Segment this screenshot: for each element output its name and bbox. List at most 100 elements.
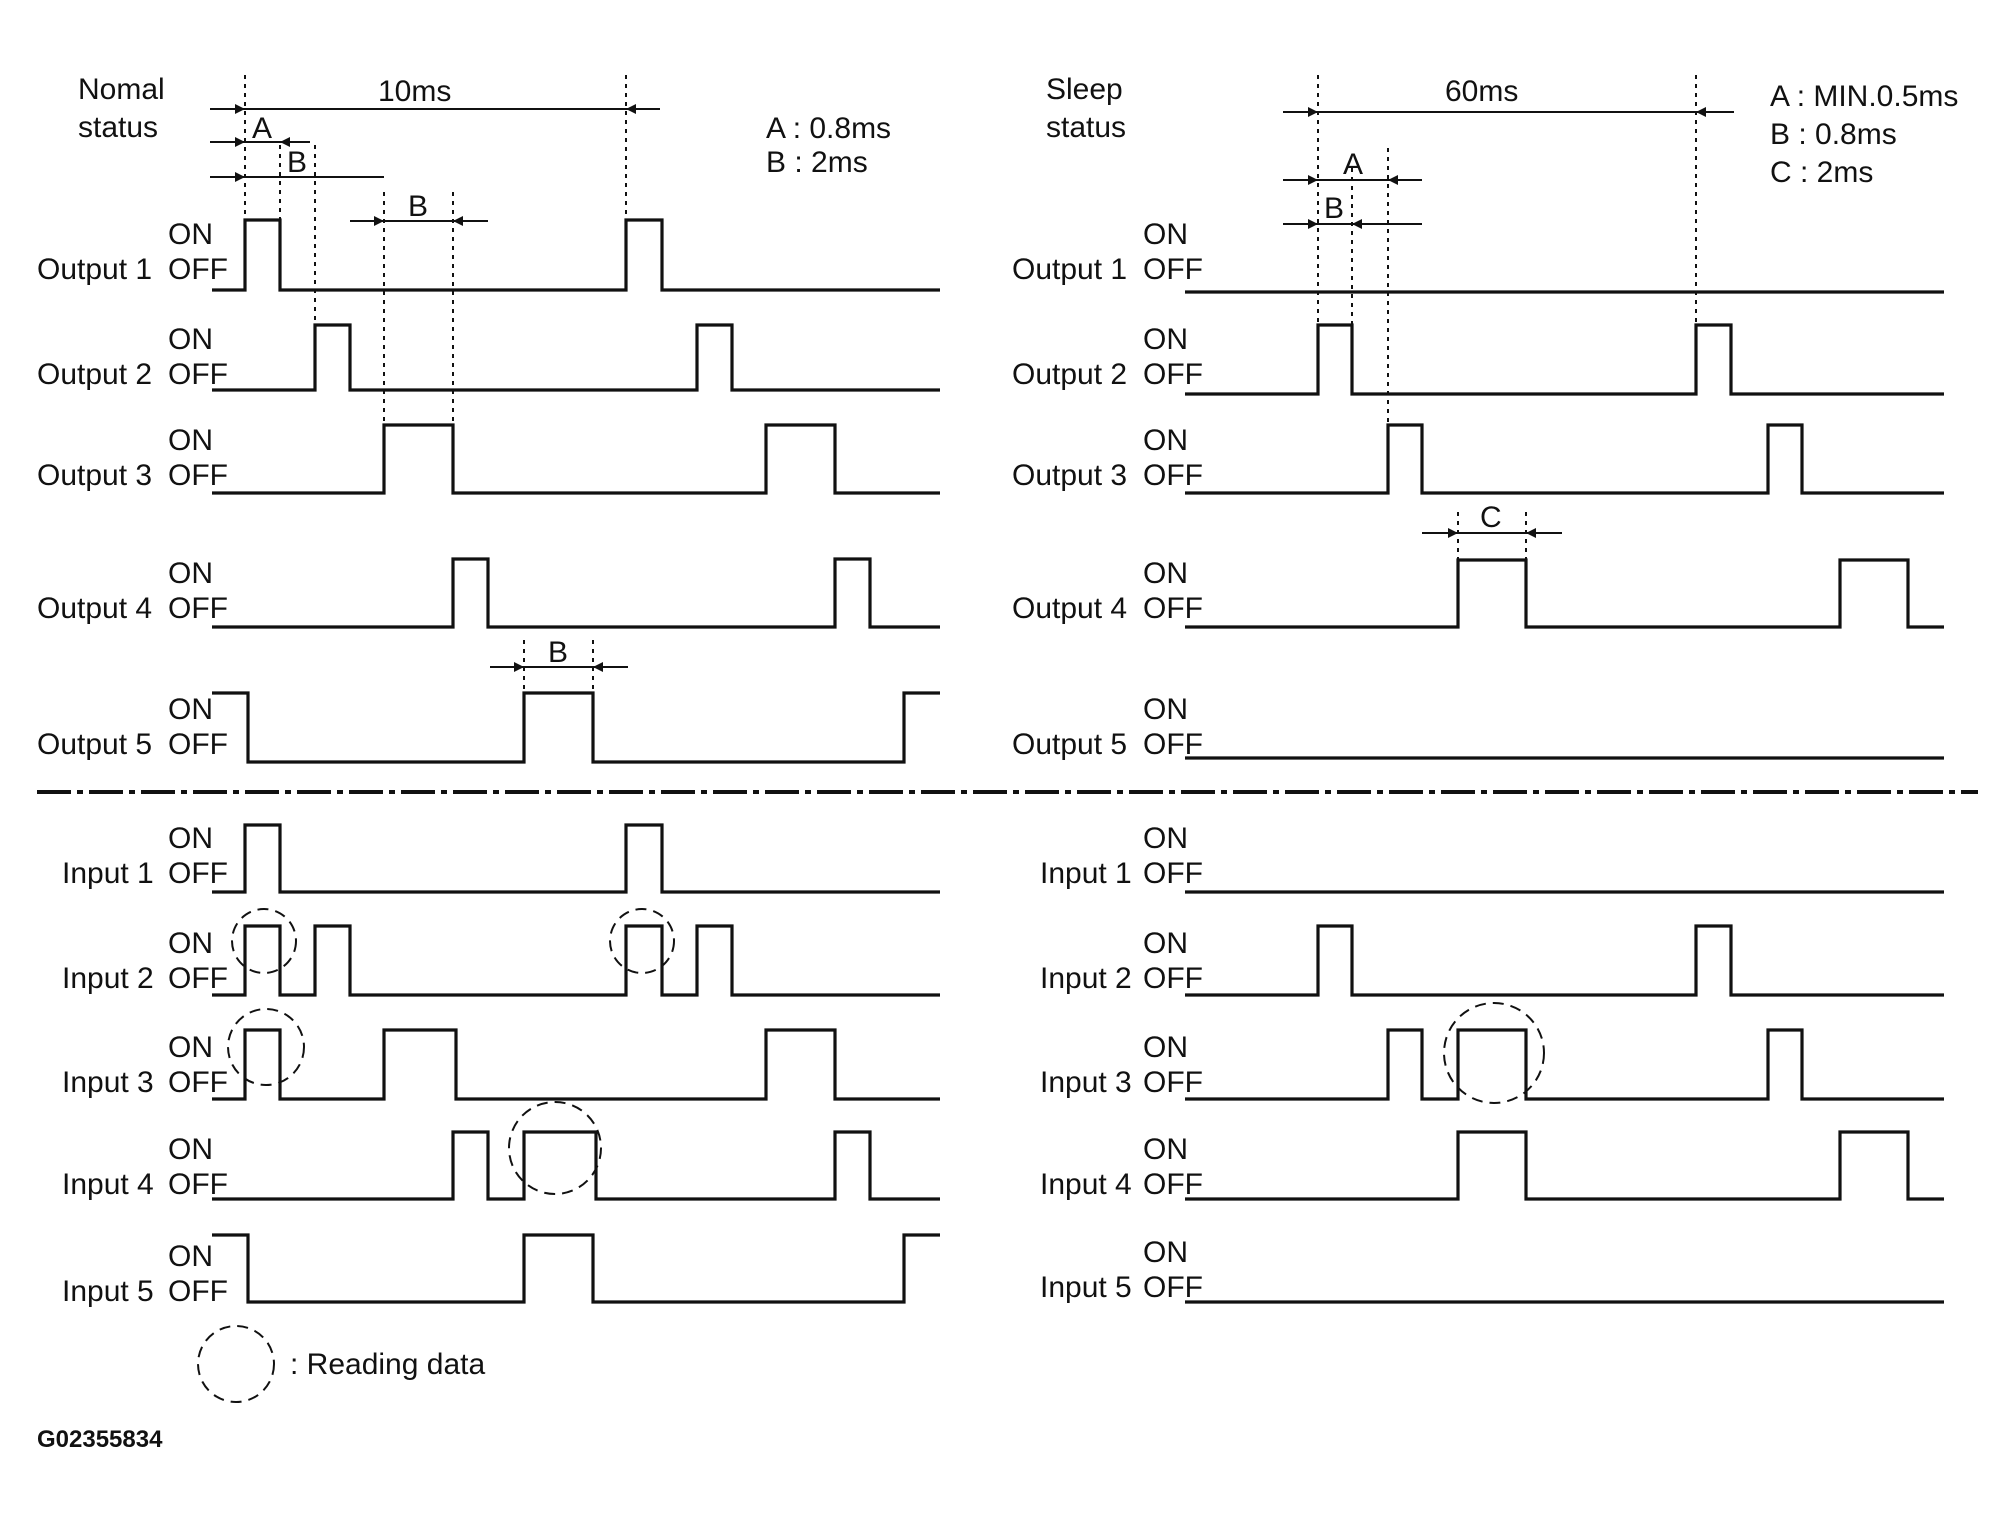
sleep-input-waves	[1185, 890, 1944, 1304]
sleep-title-line2: status	[1046, 111, 1126, 144]
normal-input-5-wave	[212, 1233, 940, 1304]
figure-id: G02355834	[37, 1426, 163, 1453]
normal-input-3-label: Input 3	[62, 1066, 154, 1099]
normal-output-5-wave	[212, 691, 940, 764]
normal-output-1-wave	[212, 218, 940, 292]
normal-output-5-on: ON	[168, 693, 213, 726]
sleep-input-5-off: OFF	[1143, 1271, 1203, 1304]
sleep-input-2-off: OFF	[1143, 962, 1203, 995]
normal-note-a: A : 0.8ms	[766, 112, 891, 145]
normal-output-2-off: OFF	[168, 358, 228, 391]
sleep-output-4-label: Output 4	[1012, 592, 1127, 625]
sleep-output-1-on: ON	[1143, 218, 1188, 251]
sleep-input-1-label: Input 1	[1040, 857, 1132, 890]
normal-output-1-off: OFF	[168, 253, 228, 286]
normal-input-1-on: ON	[168, 822, 213, 855]
normal-output-4-off: OFF	[168, 592, 228, 625]
normal-input-4-on: ON	[168, 1133, 213, 1166]
normal-title-line1: Nomal	[78, 73, 165, 106]
sleep-status-panel: Sleep status 60ms A : MIN.0.5ms B : 0.8m…	[1012, 73, 1958, 1304]
sleep-output-3-label: Output 3	[1012, 459, 1127, 492]
sleep-input-2-wave	[1185, 924, 1944, 997]
normal-output-1-label: Output 1	[37, 253, 152, 286]
normal-input-3-on: ON	[168, 1031, 213, 1064]
normal-output-3-off: OFF	[168, 459, 228, 492]
sleep-output-2-on: ON	[1143, 323, 1188, 356]
normal-output-3-wave	[212, 423, 940, 495]
normal-output-4-on: ON	[168, 557, 213, 590]
normal-dim-b2: B	[408, 190, 428, 223]
normal-input-3-off: OFF	[168, 1066, 228, 1099]
normal-output-2-on: ON	[168, 323, 213, 356]
normal-input-waves	[212, 823, 940, 1304]
sleep-input-2-on: ON	[1143, 927, 1188, 960]
sleep-output-5-on: ON	[1143, 693, 1188, 726]
reading-data-marker	[231, 908, 297, 974]
sleep-input-5-on: ON	[1143, 1236, 1188, 1269]
sleep-input-4-off: OFF	[1143, 1168, 1203, 1201]
sleep-input-3-off: OFF	[1143, 1066, 1203, 1099]
sleep-output-4-on: ON	[1143, 557, 1188, 590]
sleep-input-3-label: Input 3	[1040, 1066, 1132, 1099]
sleep-input-4-wave	[1185, 1130, 1944, 1201]
normal-input-5-off: OFF	[168, 1275, 228, 1308]
reading-data-marker	[609, 908, 675, 974]
sleep-output-4-wave	[1185, 558, 1944, 629]
reading-data-marker	[1443, 1002, 1545, 1104]
sleep-output-2-wave	[1185, 323, 1944, 396]
normal-guide-lines	[244, 75, 627, 693]
normal-period-label: 10ms	[378, 75, 451, 108]
normal-input-3-wave	[212, 1028, 940, 1101]
sleep-output-waves	[1185, 290, 1944, 760]
normal-output-5-off: OFF	[168, 728, 228, 761]
normal-input-4-wave	[212, 1130, 940, 1201]
sleep-output-1-label: Output 1	[1012, 253, 1127, 286]
normal-input-2-wave	[212, 924, 940, 997]
sleep-input-5-label: Input 5	[1040, 1271, 1132, 1304]
sleep-input-4-on: ON	[1143, 1133, 1188, 1166]
normal-dim-b1: B	[287, 146, 307, 179]
sleep-title-line1: Sleep	[1046, 73, 1123, 106]
normal-status-panel: Nomal status 10ms A : 0.8ms B : 2ms	[37, 73, 940, 1308]
sleep-output-2-off: OFF	[1143, 358, 1203, 391]
normal-input-4-off: OFF	[168, 1168, 228, 1201]
normal-input-5-on: ON	[168, 1240, 213, 1273]
normal-output-1-on: ON	[168, 218, 213, 251]
normal-input-1-wave	[212, 823, 940, 894]
sleep-dim-a: A	[1343, 148, 1363, 181]
sleep-input-3-wave	[1185, 1028, 1944, 1101]
sleep-note-a: A : MIN.0.5ms	[1770, 80, 1958, 113]
normal-input-2-off: OFF	[168, 962, 228, 995]
sleep-output-3-on: ON	[1143, 424, 1188, 457]
normal-output-4-wave	[212, 557, 940, 629]
legend: : Reading data	[197, 1325, 485, 1403]
reading-data-legend-label: : Reading data	[290, 1348, 485, 1381]
normal-dim-a: A	[252, 112, 272, 145]
normal-output-waves	[212, 218, 940, 764]
normal-dim-b3: B	[548, 636, 568, 669]
sleep-output-4-off: OFF	[1143, 592, 1203, 625]
sleep-guide-lines	[1317, 75, 1697, 560]
normal-input-5-label: Input 5	[62, 1275, 154, 1308]
normal-input-1-off: OFF	[168, 857, 228, 890]
normal-input-2-on: ON	[168, 927, 213, 960]
normal-input-1-label: Input 1	[62, 857, 154, 890]
sleep-input-1-on: ON	[1143, 822, 1188, 855]
sleep-dim-c: C	[1480, 501, 1502, 534]
sleep-period-label: 60ms	[1445, 75, 1518, 108]
sleep-output-3-wave	[1185, 423, 1944, 495]
normal-note-b: B : 2ms	[766, 146, 868, 179]
normal-output-5-label: Output 5	[37, 728, 152, 761]
sleep-output-5-off: OFF	[1143, 728, 1203, 761]
sleep-output-3-off: OFF	[1143, 459, 1203, 492]
sleep-note-b: B : 0.8ms	[1770, 118, 1897, 151]
sleep-input-4-label: Input 4	[1040, 1168, 1132, 1201]
sleep-dimensions	[1283, 107, 1734, 538]
sleep-output-labels: ON Output 1 OFF ON Output 2 OFF ON Outpu…	[1012, 218, 1203, 761]
sleep-reading-circles	[1443, 1002, 1545, 1104]
normal-input-4-label: Input 4	[62, 1168, 154, 1201]
reading-data-legend-icon	[197, 1325, 275, 1403]
normal-output-3-label: Output 3	[37, 459, 152, 492]
sleep-input-labels: ON Input 1 OFF ON Input 2 OFF ON Input 3…	[1040, 822, 1203, 1304]
